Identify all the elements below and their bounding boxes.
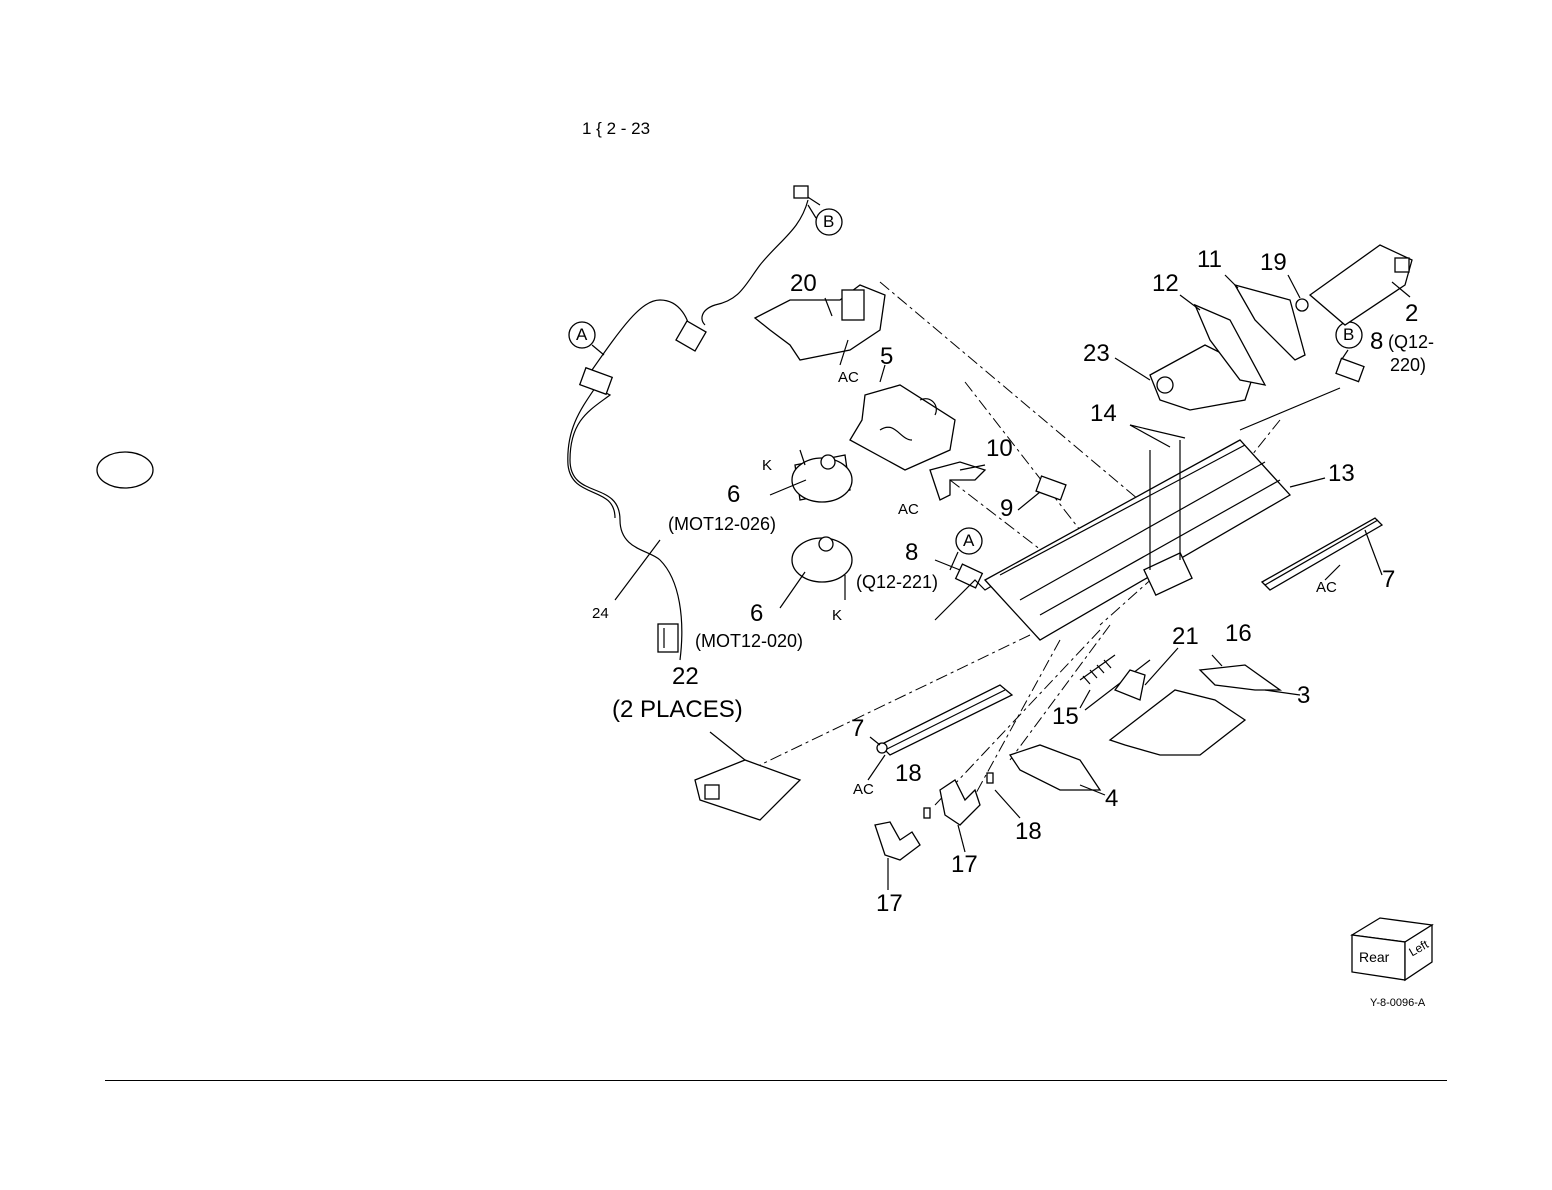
part-18-pin-left	[924, 808, 930, 818]
range-label: 1 { 2 - 23	[582, 120, 650, 137]
callout-23: 23	[1083, 342, 1110, 366]
part-10-bracket	[930, 462, 985, 500]
part-9-sensor	[1018, 476, 1066, 510]
connector-22	[658, 624, 678, 652]
callout-k-2: K	[832, 608, 842, 623]
footer-rule	[105, 1080, 1447, 1081]
part-18-pin-right	[987, 773, 1020, 818]
part-17-clip-right	[940, 780, 980, 852]
part-16-arm	[1200, 655, 1280, 690]
part-8-sensor-right	[1240, 358, 1364, 430]
part-6-motor-bottom	[780, 537, 852, 608]
part-13-frame	[985, 440, 1325, 640]
callout-17-left: 17	[876, 892, 903, 916]
callout-q12-221: (Q12-221)	[856, 573, 938, 591]
callout-19: 19	[1260, 251, 1287, 275]
callout-9: 9	[1000, 497, 1013, 521]
callout-22: 22	[672, 665, 699, 689]
bubble-a-mid-label: A	[963, 532, 974, 549]
callout-mot12-020: (MOT12-020)	[695, 632, 803, 650]
harness-24	[568, 186, 820, 660]
callout-ac-3: AC	[853, 782, 874, 797]
callout-18-left: 18	[895, 762, 922, 786]
callout-7-right: 7	[1382, 568, 1395, 592]
callout-10: 10	[986, 437, 1013, 461]
callout-ac-1: AC	[838, 370, 859, 385]
callout-ac-4: AC	[1316, 580, 1337, 595]
callout-mot12-026: (MOT12-026)	[668, 515, 776, 533]
callout-8-right: 8	[1370, 330, 1383, 354]
callout-16: 16	[1225, 622, 1252, 646]
callout-2: 2	[1405, 302, 1418, 326]
orientation-rear: Rear	[1359, 950, 1389, 964]
part-5-plate	[850, 365, 955, 470]
callout-k-1: K	[762, 458, 772, 473]
bubble-b-top-label: B	[823, 213, 834, 230]
callout-7-left: 7	[851, 717, 864, 741]
callout-15: 15	[1052, 705, 1079, 729]
callout-17-right: 17	[951, 853, 978, 877]
callout-18-right: 18	[1015, 820, 1042, 844]
bubble-b-right-label: B	[1343, 326, 1354, 343]
part-20-bracket	[755, 285, 885, 365]
callout-12: 12	[1152, 272, 1179, 296]
part-21-lever	[1115, 648, 1178, 700]
callout-21: 21	[1172, 625, 1199, 649]
part-2-plate	[1310, 245, 1412, 325]
part-4-holder	[1010, 745, 1105, 795]
callout-q12-220-a: (Q12-	[1388, 333, 1434, 351]
callout-13: 13	[1328, 462, 1355, 486]
callout-24: 24	[592, 606, 609, 621]
part-7-rail-left	[868, 685, 1012, 780]
callout-q12-220-b: 220)	[1390, 356, 1426, 374]
bubble-a-left-label: A	[576, 326, 587, 343]
callout-6-bottom: 6	[750, 602, 763, 626]
callout-3: 3	[1297, 684, 1310, 708]
callout-2-places: (2 PLACES)	[612, 698, 743, 722]
callout-5: 5	[880, 345, 893, 369]
figure-id: Y-8-0096-A	[1370, 998, 1425, 1009]
part-22-plate	[695, 732, 800, 820]
callout-11: 11	[1197, 248, 1222, 272]
callout-4: 4	[1105, 787, 1118, 811]
callout-20: 20	[790, 272, 817, 296]
callout-6-top: 6	[727, 483, 740, 507]
part-17-clip-left	[875, 822, 920, 890]
callout-ac-2: AC	[898, 502, 919, 517]
callout-14: 14	[1090, 402, 1117, 426]
callout-8-left: 8	[905, 541, 918, 565]
